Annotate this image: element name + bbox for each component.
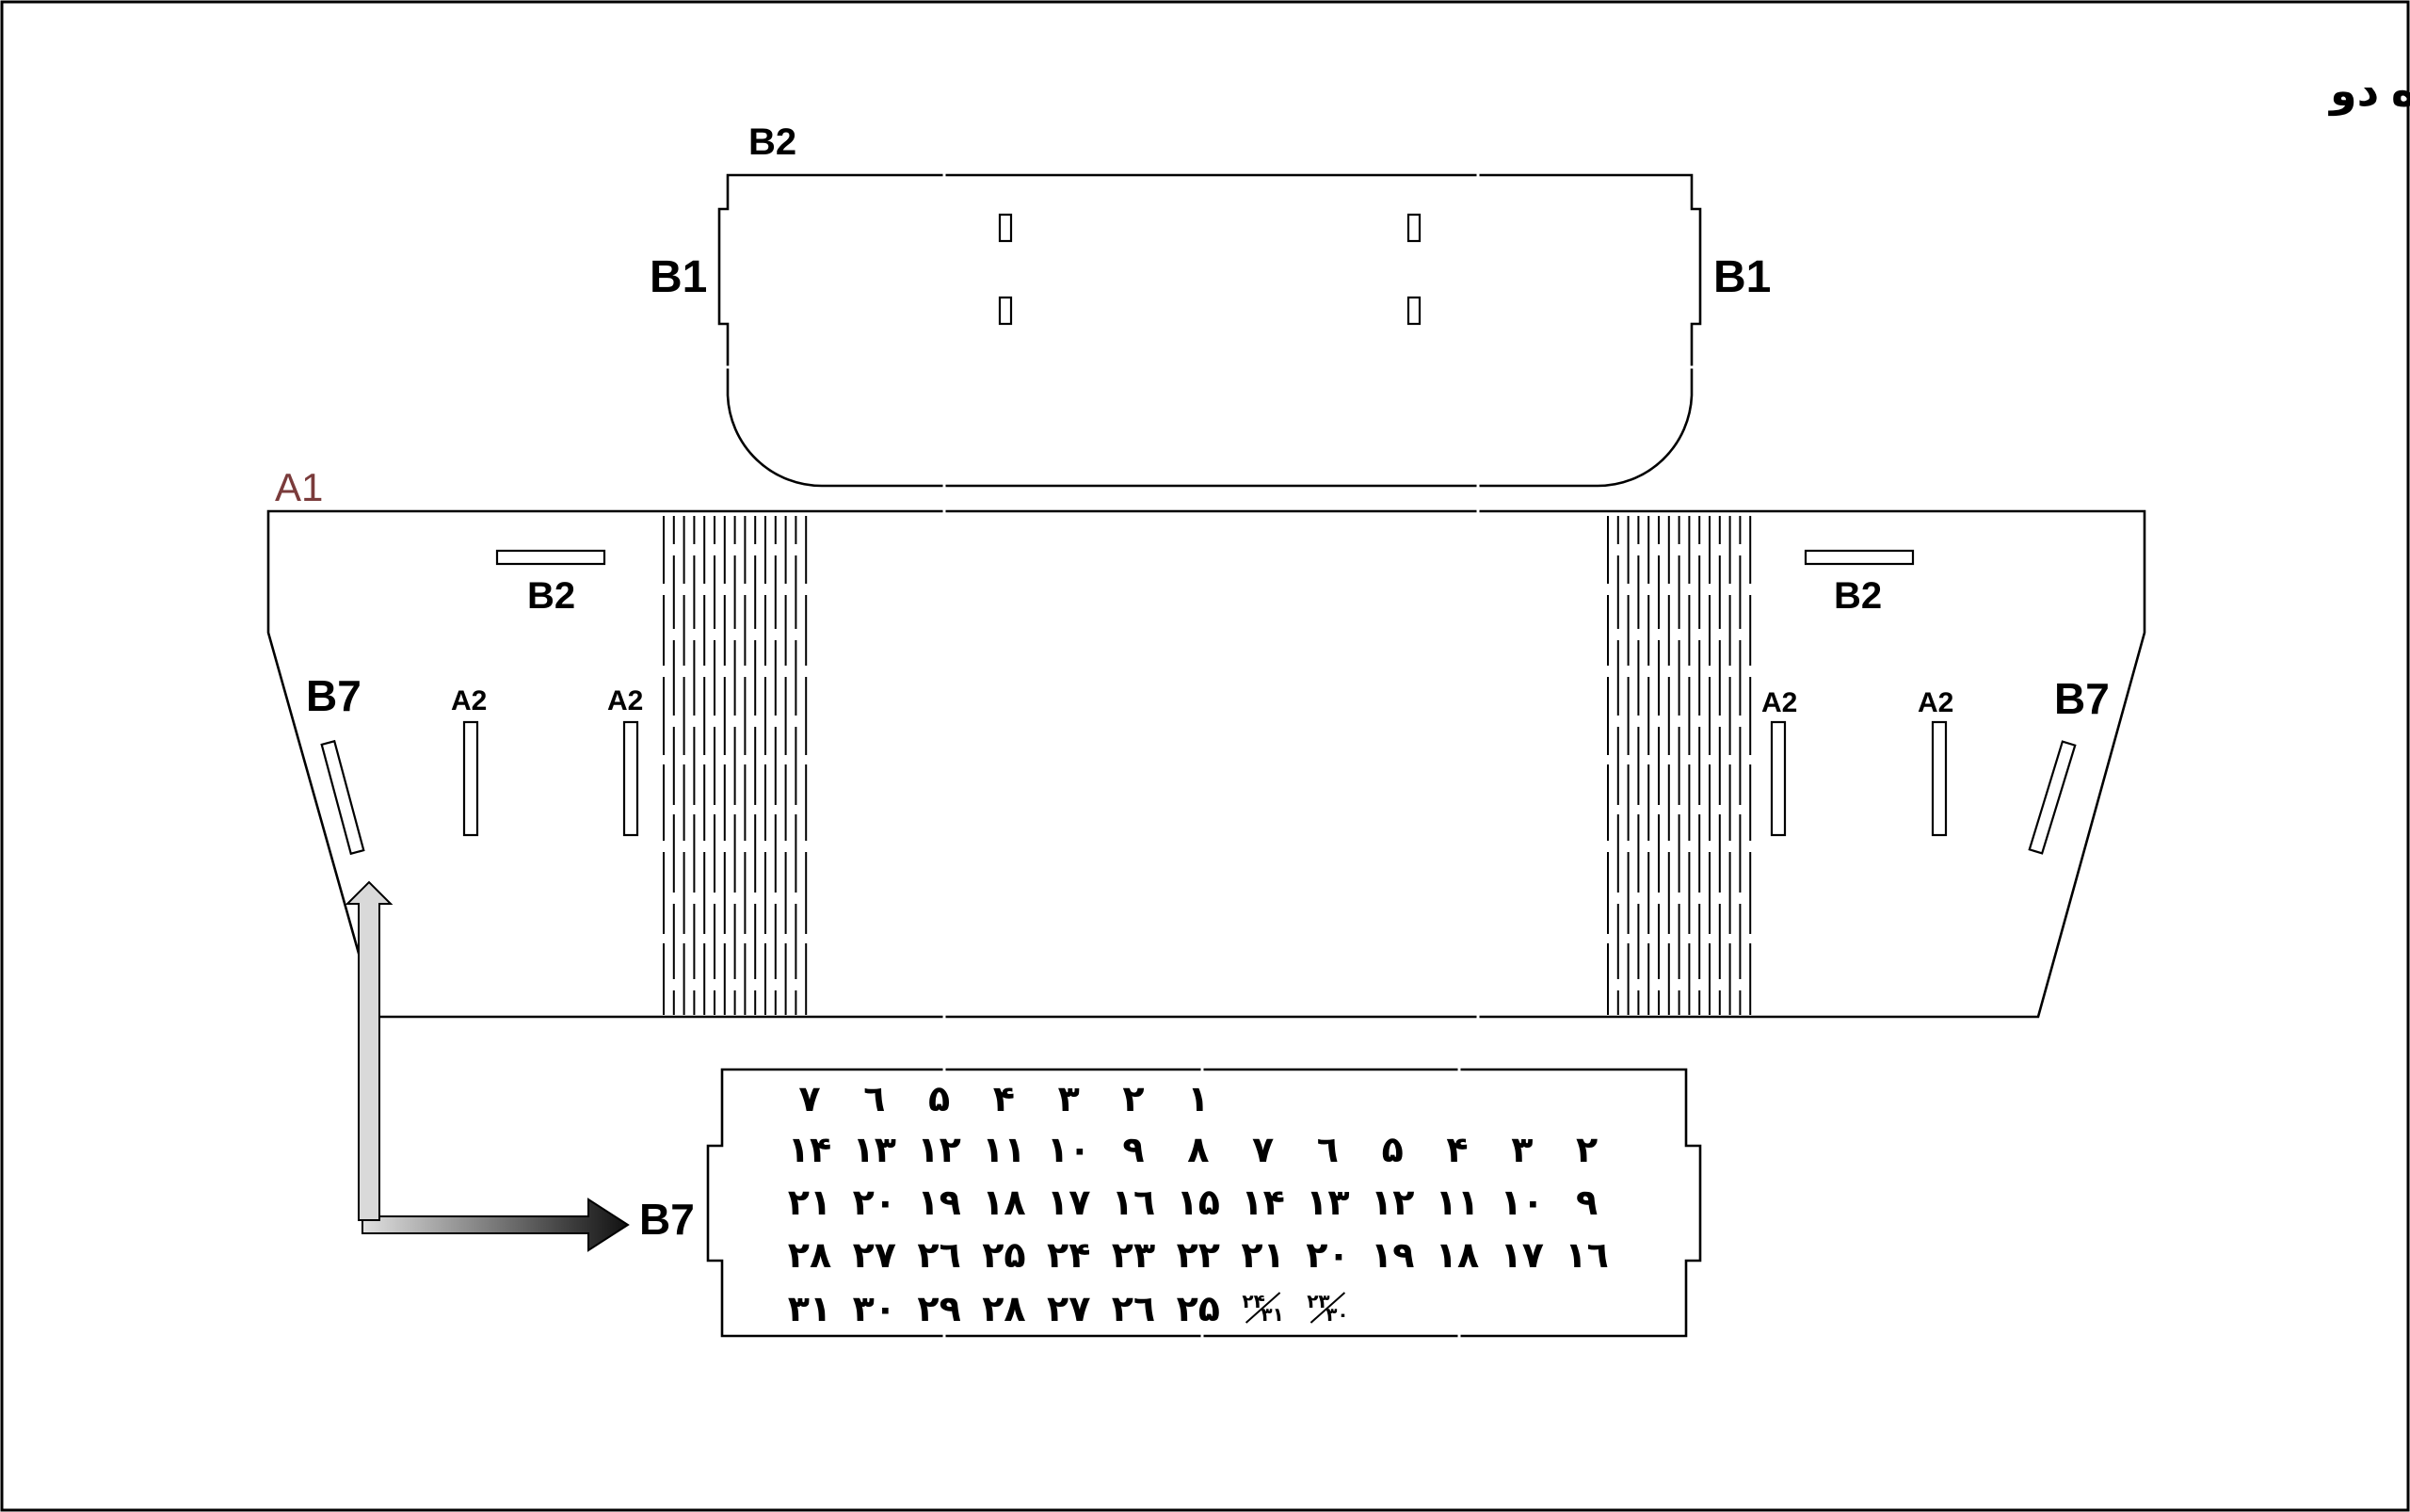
calendar-day: ۲۸ <box>788 1234 831 1276</box>
calendar-day: ۱۹ <box>1371 1234 1414 1276</box>
calendar-day: ۵ <box>928 1078 950 1119</box>
calendar-day: ۱۳ <box>853 1129 896 1170</box>
a1-slot-a2-2 <box>622 720 639 837</box>
calendar-day: ۸ <box>1187 1129 1209 1170</box>
a1-slot-b7-left <box>320 739 365 856</box>
label-b1-right: B1 <box>1713 252 1771 302</box>
calendar-day: ۱۱ <box>982 1129 1025 1170</box>
a1-slot-b7-right <box>2028 740 2077 855</box>
b2-slot-2 <box>998 296 1013 326</box>
calendar-day: ۱۷ <box>1501 1234 1544 1276</box>
calendar-day: ۲۰ <box>853 1182 896 1223</box>
label-b1-left: B1 <box>650 252 707 302</box>
calendar-day: ۲۴ <box>1047 1234 1090 1276</box>
calendar-day: ۲٦ <box>917 1234 960 1276</box>
a1-slot-a2-1 <box>462 720 479 837</box>
calendar-day: ۷ <box>1252 1129 1274 1170</box>
calendar-day: ۷ <box>798 1078 820 1119</box>
calendar-day: ۱۷ <box>1047 1182 1090 1223</box>
piece-b2 <box>717 173 1702 489</box>
calendar-day: ۱٦ <box>1565 1234 1608 1276</box>
calendar-day: ۵ <box>1382 1129 1404 1170</box>
label-b7-left: B7 <box>306 671 362 720</box>
calendar-day: ۱۱ <box>1436 1182 1479 1223</box>
calendar-day: ۳ <box>1058 1078 1080 1119</box>
calendar-day: ۲۵ <box>982 1234 1025 1276</box>
arrow-to-b7 <box>345 880 630 1252</box>
label-a2-4: A2 <box>1918 687 1953 718</box>
calendar-day: ۱۰ <box>1501 1182 1544 1223</box>
b2-slot-3 <box>1406 213 1422 243</box>
label-a2-3: A2 <box>1761 687 1797 718</box>
sheet-title: شماره دو <box>2328 66 2410 116</box>
b7-fold-ticks <box>942 1067 1461 1339</box>
piece-a1 <box>266 509 2146 1020</box>
a1-slot-b2-right <box>1804 549 1915 566</box>
calendar-day: ۲۱ <box>788 1182 831 1223</box>
flex-hinge-right <box>1607 516 1752 1015</box>
calendar-day: ۲۷ <box>1047 1288 1090 1329</box>
a1-slot-a2-3 <box>1770 720 1787 837</box>
label-a1: A1 <box>275 465 323 509</box>
a1-slot-a2-4 <box>1931 720 1948 837</box>
calendar-day: ۲٦ <box>1112 1288 1155 1329</box>
label-a2-1: A2 <box>451 685 487 716</box>
calendar-day: ۱۴ <box>788 1129 831 1170</box>
split-day-slash <box>1309 1292 1346 1324</box>
calendar-day: ۲۳ <box>1112 1234 1155 1276</box>
calendar-day: ۲۱ <box>1241 1234 1284 1276</box>
calendar-day: ۲۷ <box>853 1234 896 1276</box>
calendar-day: ۱۲ <box>917 1129 960 1170</box>
split-day-bottom: ۳۱ <box>1261 1303 1283 1326</box>
label-b2-right: B2 <box>1834 575 1882 617</box>
calendar-day: ۳۰ <box>853 1288 896 1329</box>
flex-hinge-left <box>663 516 808 1015</box>
calendar-day: ۱۴ <box>1241 1182 1284 1223</box>
calendar-day: ۲۵ <box>1177 1288 1220 1329</box>
calendar-day: ۴ <box>1446 1129 1468 1170</box>
label-b2-top: B2 <box>748 121 796 163</box>
calendar-day: ۱۰ <box>1047 1129 1090 1170</box>
calendar-day: ۱ <box>1187 1078 1209 1119</box>
label-a2-2: A2 <box>607 685 643 716</box>
split-day-bottom: ۳۰ <box>1326 1303 1348 1326</box>
calendar-day: ۲ <box>1122 1078 1144 1119</box>
calendar-day: ۱۲ <box>1371 1182 1414 1223</box>
label-b2-left: B2 <box>527 575 575 617</box>
b2-slot-4 <box>1406 296 1422 326</box>
calendar-day: ٦ <box>1317 1129 1339 1170</box>
calendar-day: ۱٦ <box>1112 1182 1155 1223</box>
calendar-day: ۲۰ <box>1306 1234 1349 1276</box>
calendar-day: ۴ <box>993 1078 1015 1119</box>
calendar-day: ۱۵ <box>1177 1182 1220 1223</box>
calendar-day: ۳ <box>1511 1129 1533 1170</box>
calendar-day: ٦ <box>863 1078 885 1119</box>
calendar-day: ۳۱ <box>788 1288 831 1329</box>
calendar-day: ۹ <box>1122 1129 1144 1170</box>
a1-fold-ticks <box>942 509 1480 1020</box>
calendar-day: ۱۳ <box>1306 1182 1349 1223</box>
b2-slot-1 <box>998 213 1013 243</box>
calendar-day: ۲ <box>1576 1129 1598 1170</box>
calendar-day: ۹ <box>1576 1182 1598 1223</box>
b2-fold-ticks <box>726 173 1694 489</box>
calendar-day: ۱۸ <box>982 1182 1025 1223</box>
a1-slot-b2-left <box>495 549 606 566</box>
split-day-slash <box>1245 1292 1281 1324</box>
calendar-day: ۲۹ <box>917 1288 960 1329</box>
calendar-day: ۲۲ <box>1177 1234 1220 1276</box>
calendar-day: ۱۸ <box>1436 1234 1479 1276</box>
calendar-day: ۱۹ <box>917 1182 960 1223</box>
calendar-day: ۲۸ <box>982 1288 1025 1329</box>
label-b7-calendar: B7 <box>639 1195 695 1244</box>
label-b7-right: B7 <box>2054 674 2110 723</box>
